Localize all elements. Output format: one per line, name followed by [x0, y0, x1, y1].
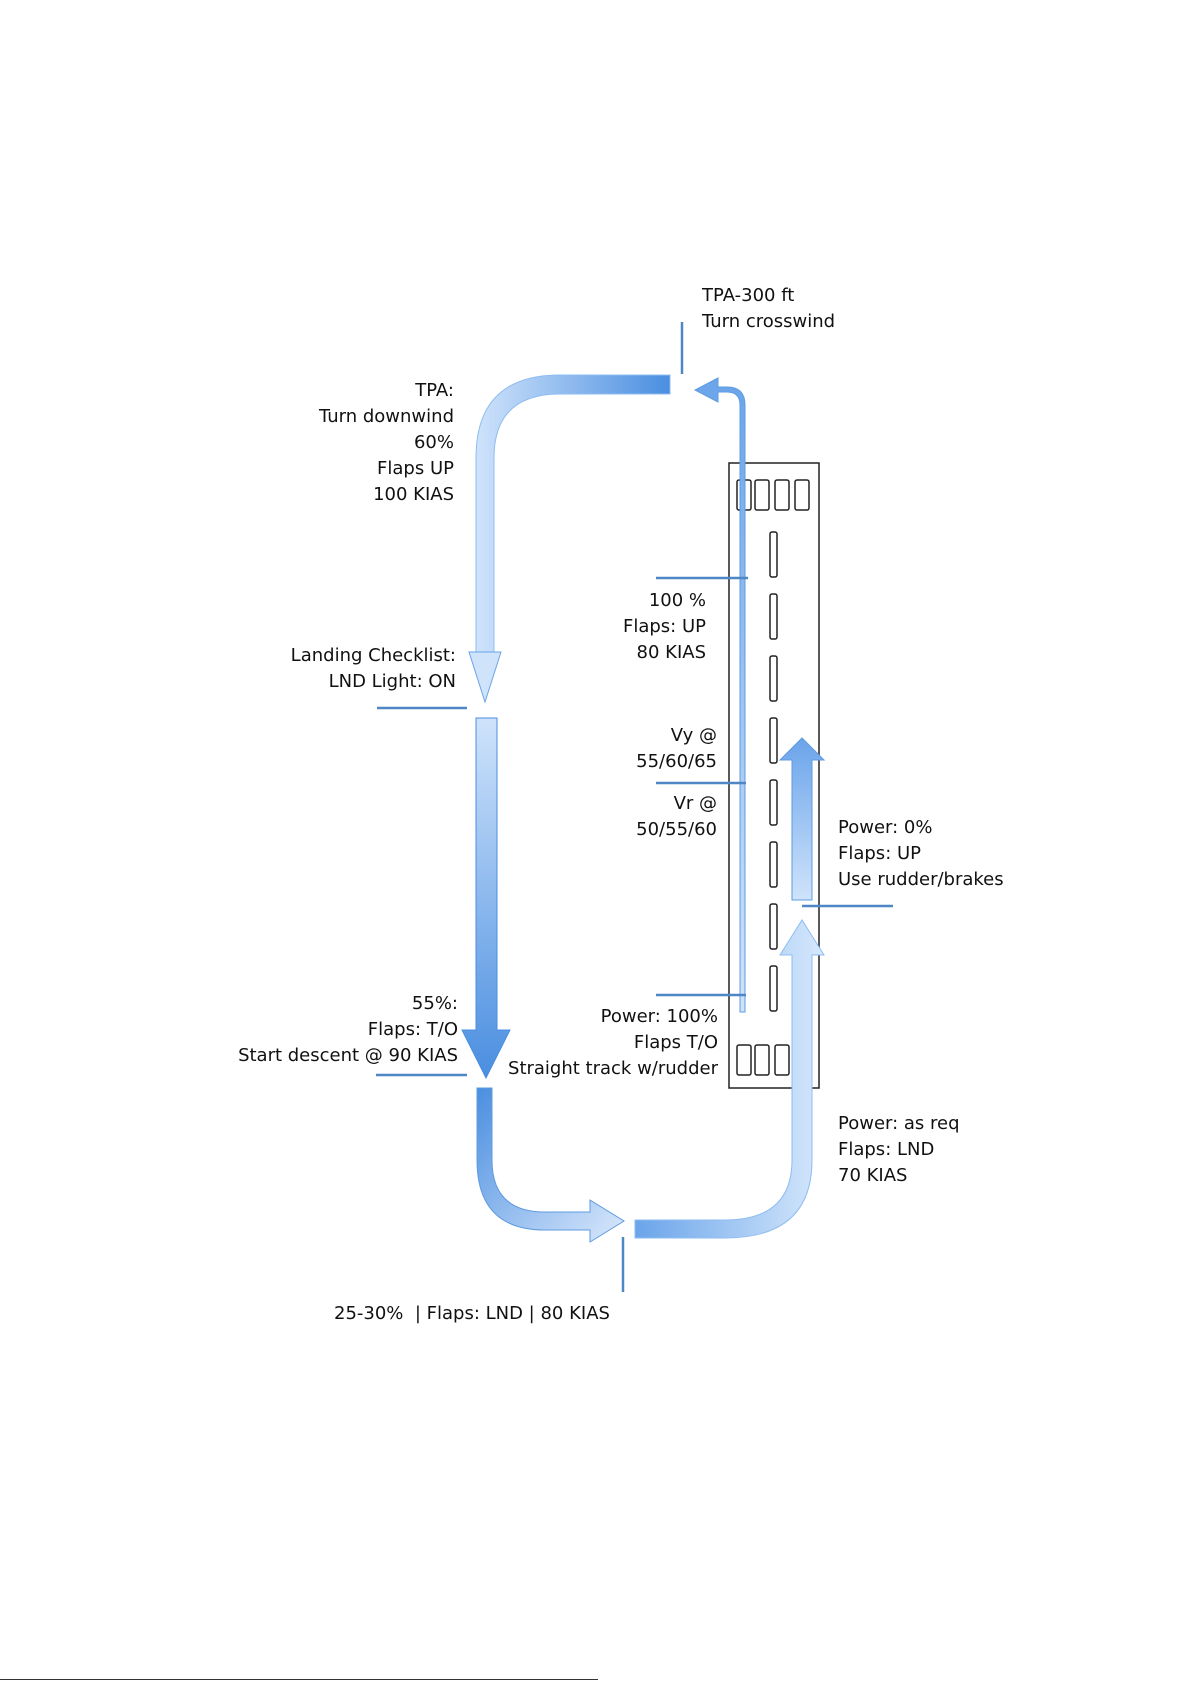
- downwind-arrowhead: [468, 651, 502, 704]
- label-line: Turn downwind: [318, 406, 454, 427]
- label-line: 55%:: [411, 993, 458, 1014]
- rollout-arrow: [778, 737, 826, 901]
- label-line: Flaps T/O: [633, 1032, 718, 1053]
- label-line: 100 KIAS: [373, 484, 454, 505]
- marker-lines: [376, 322, 893, 1292]
- label-line: 80 KIAS: [636, 642, 706, 663]
- label-line: Landing Checklist:: [290, 645, 456, 666]
- label-line: 70 KIAS: [838, 1165, 908, 1186]
- label-line: Power: 100%: [600, 1006, 718, 1027]
- upwind-crosswind-arrow: [693, 377, 746, 1013]
- label-crosswind: TPA-300 ft Turn crosswind: [702, 283, 835, 335]
- label-line: TPA-300 ft: [702, 285, 795, 306]
- label-vy: Vy @ 55/60/65: [636, 723, 717, 775]
- final-arrow: [634, 919, 825, 1239]
- label-landing-checklist: Landing Checklist: LND Light: ON: [291, 643, 456, 695]
- label-base: 25-30% | Flaps: LND | 80 KIAS: [334, 1249, 610, 1379]
- label-line: Flaps: UP: [622, 616, 706, 637]
- label-line: Straight track w/rudder: [508, 1058, 718, 1079]
- label-line: 100 %: [648, 590, 706, 611]
- label-line: Use rudder/brakes: [838, 869, 1004, 890]
- label-line: Flaps: UP: [838, 843, 922, 864]
- label-line: 55/60/65: [636, 751, 717, 772]
- label-climb: 100 % Flaps: UP 80 KIAS: [623, 588, 706, 666]
- label-line: 60%: [413, 432, 454, 453]
- base-arrow: [476, 1087, 625, 1243]
- label-line: Power: as req: [838, 1113, 960, 1134]
- label-line: Flaps UP: [377, 458, 454, 479]
- label-line: Vr @: [673, 793, 717, 814]
- label-line: TPA:: [415, 380, 454, 401]
- label-line: LND Light: ON: [328, 671, 456, 692]
- label-line: Power: 0%: [838, 817, 933, 838]
- label-takeoff: Power: 100% Flaps T/O Straight track w/r…: [508, 1004, 718, 1082]
- descent-arrow: [461, 717, 511, 1080]
- label-line: Turn crosswind: [702, 311, 836, 332]
- label-line: Vy @: [670, 725, 717, 746]
- label-abeam: 55%: Flaps: T/O Start descent @ 90 KIAS: [238, 991, 458, 1069]
- label-line: Flaps: LND: [838, 1139, 935, 1160]
- footer-rule: [0, 1679, 598, 1680]
- label-line: 50/55/60: [636, 819, 717, 840]
- label-rollout: Power: 0% Flaps: UP Use rudder/brakes: [838, 815, 1004, 893]
- label-line: Start descent @ 90 KIAS: [238, 1045, 458, 1066]
- centerline-dashes: [769, 531, 778, 1012]
- label-vr: Vr @ 50/55/60: [636, 791, 717, 843]
- label-line: Flaps: T/O: [367, 1019, 458, 1040]
- label-line: 25-30% | Flaps: LND | 80 KIAS: [334, 1303, 610, 1324]
- label-final: Power: as req Flaps: LND 70 KIAS: [838, 1111, 960, 1189]
- label-downwind-turn: TPA: Turn downwind 60% Flaps UP 100 KIAS: [319, 378, 454, 508]
